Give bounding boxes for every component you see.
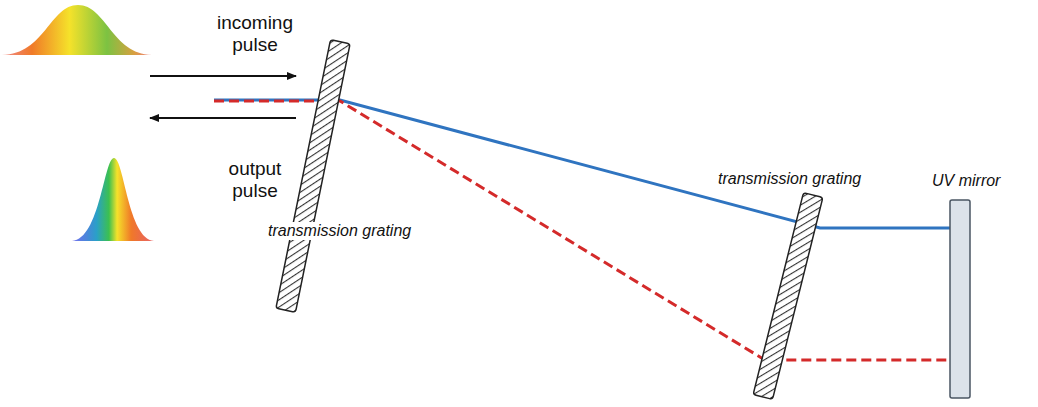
incoming-spectrum (2, 5, 152, 55)
incoming-arrow (150, 75, 296, 77)
output-spectrum (72, 158, 154, 241)
uv-mirror (950, 200, 970, 398)
grating-one (276, 40, 350, 312)
mirror-label: UV mirror (930, 172, 1002, 190)
output-arrow (150, 117, 296, 119)
grating-two (753, 193, 823, 400)
grating-label: transmission grating (266, 222, 413, 240)
pulse-label: incoming pulse (210, 12, 300, 56)
grating-label: transmission grating (716, 170, 863, 188)
pulse-label: output pulse (210, 158, 300, 202)
